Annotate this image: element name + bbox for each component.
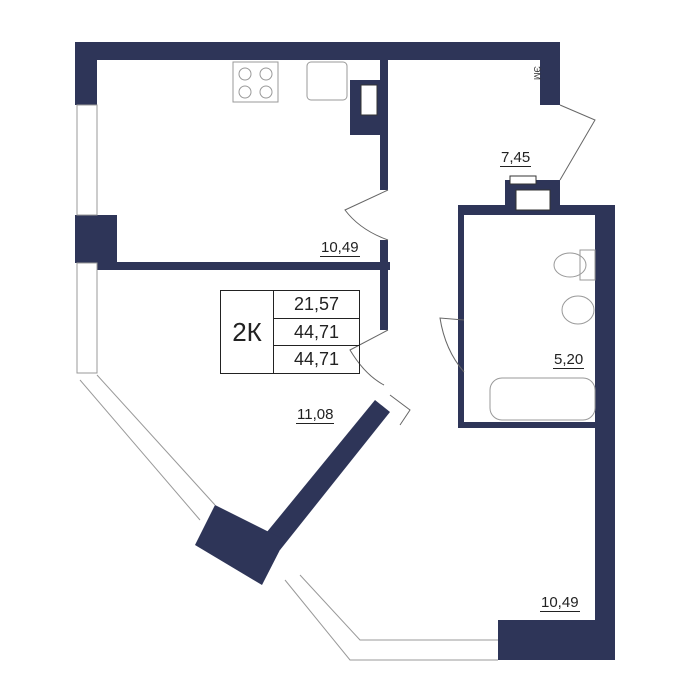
stove-icon xyxy=(232,61,279,103)
bathroom-area-label: 5,20 xyxy=(553,351,585,369)
hall-partition-top xyxy=(380,60,388,190)
window-pier xyxy=(195,505,285,585)
vent-duct xyxy=(360,84,378,116)
toilet-icon xyxy=(553,252,587,278)
living-area: 21,57 xyxy=(274,291,359,319)
washbasin-icon xyxy=(561,295,595,325)
bedroom-area-label: 11,08 xyxy=(296,406,335,424)
windows xyxy=(76,104,498,661)
bath-wall-bottom xyxy=(458,422,615,428)
electric-panel-icon xyxy=(509,175,537,185)
living-room-area-label: 10,49 xyxy=(540,594,580,612)
vent-duct xyxy=(515,189,551,211)
kitchen-area-label: 10,49 xyxy=(320,239,360,257)
hall-area-label: 7,45 xyxy=(500,149,532,167)
bath-wall-left xyxy=(458,205,464,428)
hall-partition-mid xyxy=(380,240,388,330)
apartment-summary: 2К 21,57 44,71 44,71 xyxy=(220,290,360,374)
fixtures xyxy=(232,61,596,421)
bottom-right-block xyxy=(498,620,615,660)
right-wall-top xyxy=(540,42,560,105)
total-area-with-balcony: 44,71 xyxy=(293,349,340,370)
doors xyxy=(344,104,596,426)
electric-panel-label: ЭМ xyxy=(531,66,542,80)
apartment-type: 2К xyxy=(221,291,274,373)
right-wall xyxy=(595,215,615,660)
walls xyxy=(75,42,615,660)
left-wall-mid xyxy=(75,215,117,263)
bathtub-icon xyxy=(489,377,596,421)
kitchen-partition xyxy=(97,262,390,270)
diagonal-wall xyxy=(262,400,390,550)
left-wall-top xyxy=(75,42,97,105)
top-wall xyxy=(75,42,560,60)
sink-icon xyxy=(306,61,348,101)
total-area: 44,71 xyxy=(274,319,359,347)
